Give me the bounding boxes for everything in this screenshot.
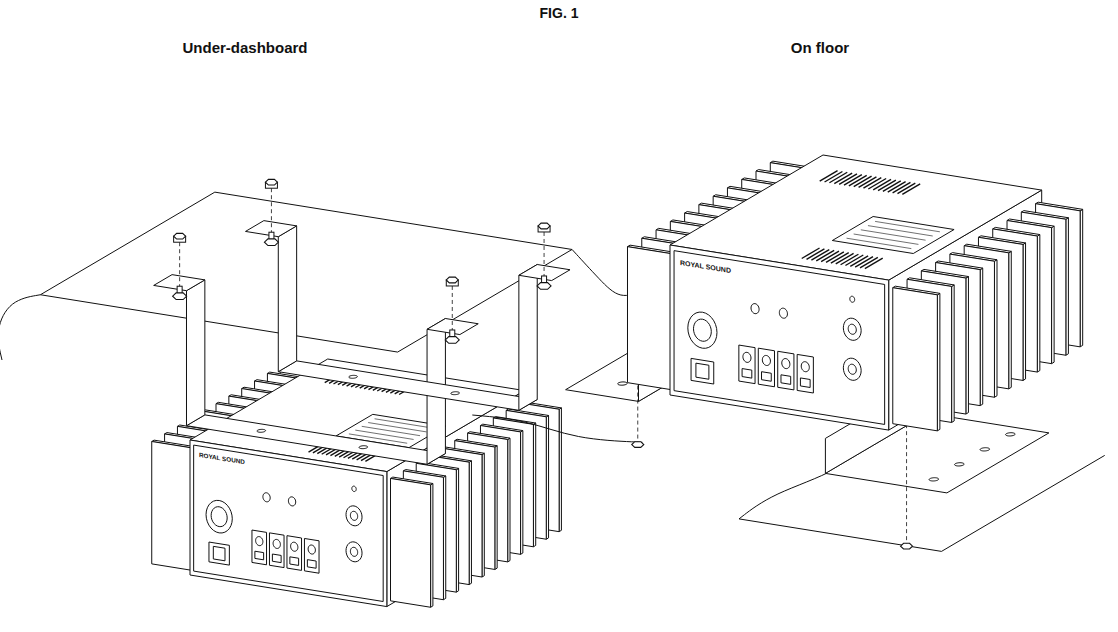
bolt-head — [173, 293, 187, 300]
speaker-terminal — [778, 351, 794, 390]
heat-sink-fin — [391, 478, 431, 607]
spec-label-line — [854, 234, 919, 244]
terminal-screw — [291, 542, 298, 551]
fuse-socket-inner — [213, 546, 225, 560]
level-control — [779, 308, 787, 318]
amplifier-front — [670, 245, 889, 430]
spec-label-line — [362, 426, 420, 435]
speaker-terminal — [252, 530, 267, 565]
bracket-hole — [1006, 433, 1016, 436]
indicator-lamp — [352, 486, 356, 491]
rca-jack — [843, 358, 861, 380]
terminal-slot — [272, 554, 281, 563]
power-connector — [688, 312, 717, 348]
level-control — [751, 304, 759, 314]
terminal-slot — [762, 372, 772, 382]
bolt-head — [537, 283, 551, 290]
speaker-terminal — [287, 536, 302, 571]
spec-label-line — [355, 430, 413, 439]
fuse-socket — [209, 542, 229, 565]
terminal-screw — [782, 359, 790, 369]
screw-hole — [257, 429, 266, 432]
screw-hole — [349, 375, 358, 378]
figure-title: FIG. 1 — [540, 6, 579, 21]
dashboard-panel — [40, 192, 572, 352]
nut — [446, 277, 458, 283]
bracket-hole — [618, 382, 628, 385]
spec-label-line — [368, 423, 426, 432]
heat-sink-fin — [627, 247, 672, 390]
bolt-head — [445, 337, 459, 344]
rca-jack-center — [848, 364, 856, 374]
rca-jack — [346, 542, 362, 562]
rca-jack-center — [350, 547, 357, 556]
mounting-bracket — [278, 361, 537, 410]
speaker-terminal — [758, 348, 774, 387]
terminal-slot — [307, 560, 316, 569]
mounting-bracket — [278, 226, 296, 372]
view-heading: Under-dashboard — [182, 40, 307, 57]
level-control — [288, 497, 295, 506]
power-connector-inner — [211, 507, 227, 527]
terminal-screw — [743, 352, 751, 362]
spec-label-line — [875, 221, 940, 231]
under-dashboard-figure — [0, 179, 645, 607]
spec-label-line — [847, 238, 912, 248]
dashboard-panel-edge — [0, 295, 40, 360]
speaker-terminal — [269, 533, 284, 568]
mounting-bracket — [186, 280, 204, 426]
speaker-terminal — [797, 354, 813, 393]
vent-slot — [902, 184, 920, 195]
nut — [538, 223, 550, 229]
screw-hole — [359, 446, 368, 449]
bracket-hole — [955, 463, 965, 466]
terminal-slot — [781, 375, 791, 385]
rca-jack — [346, 506, 362, 526]
terminal-screw — [801, 362, 809, 372]
heat-sink-fin — [152, 441, 192, 570]
terminal-slot — [800, 378, 810, 388]
spec-label-line — [868, 226, 933, 236]
terminal-screw — [256, 537, 263, 546]
bracket-hole — [929, 478, 939, 481]
amplifier-front — [190, 440, 387, 607]
indicator-lamp — [850, 296, 855, 302]
rca-jack-center — [848, 324, 856, 334]
nut — [174, 233, 186, 239]
terminal-screw — [308, 545, 315, 554]
mounting-bracket — [519, 265, 537, 411]
spec-label-line — [375, 419, 433, 428]
terminal-slot — [742, 369, 752, 379]
power-connector — [206, 500, 232, 533]
rca-jack-center — [350, 511, 357, 520]
terminal-slot — [255, 551, 264, 560]
view-heading: On floor — [791, 40, 849, 57]
speaker-terminal — [304, 538, 319, 573]
bolt-head — [264, 239, 278, 246]
speaker-terminal — [739, 345, 755, 384]
nut — [632, 442, 644, 448]
fuse-socket — [691, 358, 714, 384]
front-panel-inset — [674, 251, 885, 425]
nut — [901, 543, 913, 549]
bracket-hole — [980, 448, 990, 451]
vent-slot — [865, 258, 883, 269]
level-control — [263, 493, 270, 502]
terminal-screw — [762, 355, 770, 365]
terminal-slot — [290, 557, 299, 566]
rca-jack — [843, 318, 861, 340]
front-panel-inset — [194, 445, 384, 601]
nut — [265, 179, 277, 185]
screw-hole — [451, 392, 460, 395]
floor-surface-edge — [472, 415, 642, 442]
terminal-screw — [273, 539, 280, 548]
power-connector-inner — [693, 319, 711, 341]
on-floor-figure — [472, 155, 1104, 551]
heat-sink-fin — [893, 288, 938, 431]
spec-label-line — [861, 230, 926, 240]
spec-label-plate — [832, 217, 954, 254]
fuse-socket-inner — [696, 363, 709, 379]
